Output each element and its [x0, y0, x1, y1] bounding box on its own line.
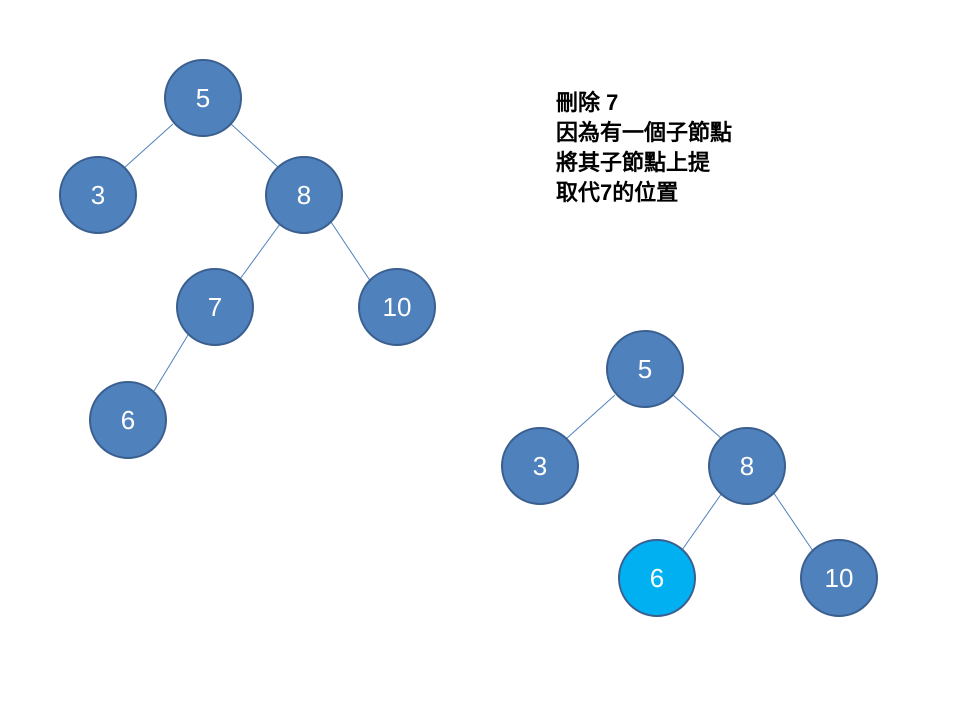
node-label: 6	[650, 563, 664, 593]
tree-node: 8	[708, 427, 786, 505]
node-circle	[164, 59, 242, 137]
node-label: 5	[638, 354, 652, 384]
edge-8-6	[681, 492, 723, 551]
tree-node: 5	[606, 330, 684, 408]
edge-7-6	[153, 334, 189, 392]
edge-5-8	[672, 394, 723, 440]
caption-line: 將其子節點上提	[556, 150, 711, 175]
edge-5-3	[123, 123, 174, 169]
tree-after: 5 3 8 6 10	[501, 330, 878, 617]
tree-node: 8	[265, 156, 343, 234]
tree-node: 3	[501, 427, 579, 505]
edge-8-10	[330, 221, 372, 283]
tree-node: 3	[59, 156, 137, 234]
tree-node-highlighted: 6	[618, 539, 696, 617]
node-circle	[89, 381, 167, 459]
node-label: 8	[740, 451, 754, 481]
node-circle-highlighted	[618, 539, 696, 617]
node-label: 10	[825, 563, 854, 593]
tree-node: 7	[176, 268, 254, 346]
tree-node: 10	[800, 539, 878, 617]
node-label: 3	[91, 180, 105, 210]
edge-5-3	[565, 394, 616, 440]
tree-before-edges	[123, 123, 372, 392]
caption-line: 刪除 7	[556, 90, 619, 115]
node-circle	[59, 156, 137, 234]
node-label: 10	[383, 292, 412, 322]
node-circle	[501, 427, 579, 505]
node-circle	[265, 156, 343, 234]
node-circle	[708, 427, 786, 505]
node-circle	[606, 330, 684, 408]
node-circle	[358, 268, 436, 346]
node-label: 3	[533, 451, 547, 481]
caption-line: 因為有一個子節點	[556, 120, 733, 145]
edge-8-10	[772, 491, 814, 552]
edge-8-7	[239, 223, 281, 280]
tree-node: 10	[358, 268, 436, 346]
tree-node: 5	[164, 59, 242, 137]
caption-line: 取代7的位置	[556, 180, 679, 205]
node-circle	[800, 539, 878, 617]
node-label: 6	[121, 405, 135, 435]
node-circle	[176, 268, 254, 346]
tree-node: 6	[89, 381, 167, 459]
tree-after-edges	[565, 394, 814, 552]
node-label: 8	[297, 180, 311, 210]
caption-text: 刪除 7 因為有一個子節點 將其子節點上提 取代7的位置	[556, 88, 732, 208]
tree-before: 5 3 8 7 10 6	[59, 59, 436, 459]
node-label: 5	[196, 83, 210, 113]
edge-5-8	[230, 123, 280, 169]
node-label: 7	[208, 292, 222, 322]
